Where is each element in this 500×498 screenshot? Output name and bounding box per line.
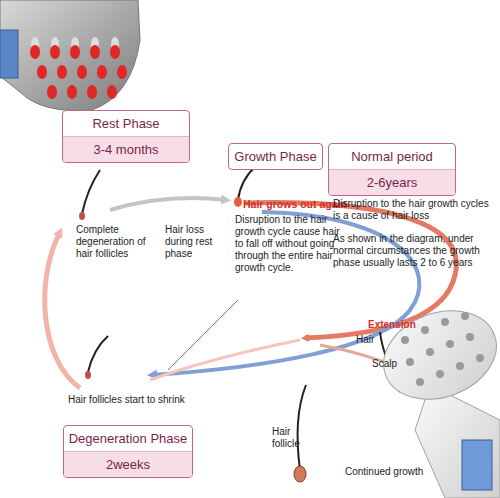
led [57,65,67,79]
part-label: Continued growth [345,466,445,478]
degeneration-arrow [45,232,80,388]
led [97,65,107,79]
note-text: As shown in the diagram, under normal ci… [333,233,495,269]
pin [476,354,484,362]
phase-name: Degeneration Phase [64,426,192,451]
phase-box: Degeneration Phase2weeks [63,425,193,478]
phase-box: Growth Phase [228,143,323,170]
device-handle [415,385,500,498]
led [37,65,47,79]
pin [436,370,444,378]
stage-note: Hair follicles start to shrink [68,394,228,406]
led [87,85,97,99]
pin [406,358,414,366]
device-head [371,296,500,415]
led [110,45,120,59]
follicle [79,212,85,220]
return-arrow [150,340,300,380]
hair-strand [82,170,100,214]
led [70,45,80,59]
pin [461,312,469,320]
led [117,65,127,79]
follicle [85,371,91,379]
phase-box: Rest Phase3-4 months [62,110,190,163]
lcd-screen [462,440,492,490]
pin [441,318,449,326]
pin [421,326,429,334]
phase-duration: 2-6years [329,169,455,195]
follicle [234,197,242,207]
led [30,45,40,59]
stage-note: Hair loss during rest phase [165,224,231,260]
part-label: Hair follicle [272,426,314,450]
led [77,65,87,79]
pin [456,362,464,370]
led [50,45,60,59]
hair-strand [298,385,306,470]
phase-duration: 2weeks [64,451,192,477]
phase-name: Rest Phase [63,111,189,136]
pin [426,348,434,356]
pin [446,340,454,348]
led [47,85,57,99]
phase-duration: 3-4 months [63,136,189,162]
leader-line [168,300,238,370]
led [67,85,77,99]
part-label: Scalp [372,358,412,370]
led [107,85,117,99]
hair-strand [238,166,256,200]
led [90,45,100,59]
rest-arrow [110,198,226,210]
phase-name: Growth Phase [229,144,322,169]
pin [416,378,424,386]
phase-name: Normal period [329,144,455,169]
comb-device-top [0,0,140,111]
stage-note: Complete degeneration of hair follicles [76,224,162,260]
pin [401,336,409,344]
device-body [0,0,140,111]
note-text: Disruption to the hair growth cycles is … [333,198,495,222]
part-label: Extension [368,319,428,331]
follicle [294,466,306,482]
note-text: Disruption to the hair growth cycle caus… [235,214,341,274]
pin [466,333,474,341]
part-label: Hair [356,334,396,346]
red-leds [30,45,127,99]
lcd-screen [0,30,18,78]
phase-box: Normal period2-6years [328,143,456,196]
hair-strand [88,336,108,372]
